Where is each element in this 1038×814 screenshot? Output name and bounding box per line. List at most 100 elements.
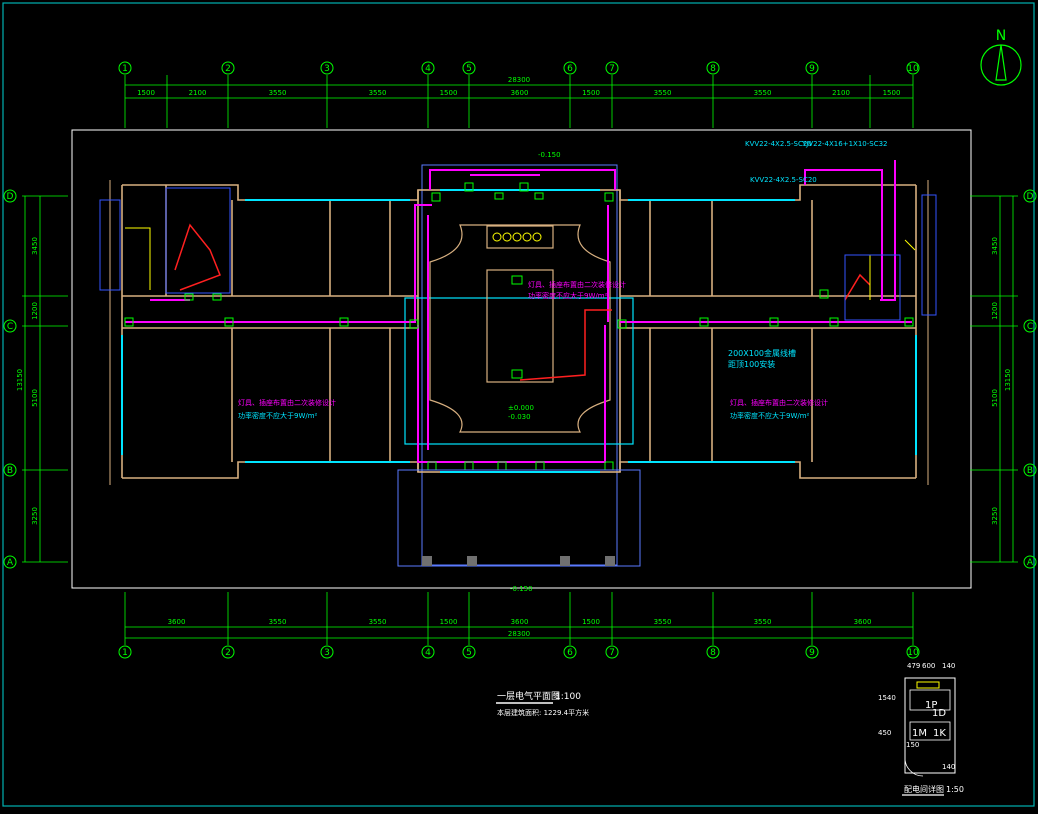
stair-and-yellow-lines [125, 227, 916, 300]
drawing-title-scale: 1:100 [555, 692, 581, 702]
drawing-title-sub: 本层建筑面积: 1229.4平方米 [497, 708, 589, 717]
axis-label-left-C: C [7, 322, 13, 332]
electrical-devices [124, 182, 914, 471]
windows [121, 189, 917, 473]
axis-bubble-top-4 [421, 61, 435, 75]
top-seg-dim-0: 1500 [137, 89, 155, 97]
chandelier [492, 232, 542, 242]
detail-label-1k: 1K [933, 728, 946, 739]
axis-label-top-7: 7 [609, 64, 615, 74]
bottom-seg-dim-1: 3550 [269, 618, 287, 626]
central-ceiling-outline [429, 224, 611, 433]
axis-label-bottom-7: 7 [609, 648, 615, 658]
cable-label-top-right: YJV22-4X16+1X10-SC32 [801, 140, 888, 148]
axis-bubble-right-A [1023, 555, 1037, 569]
elevation-center-1: ±0.000 [508, 404, 534, 412]
note-center-1: 灯具、插座布置由二次装修设计 [528, 280, 626, 289]
axis-label-left-B: B [7, 466, 13, 476]
axis-bubble-bottom-8 [706, 645, 720, 659]
axis-bubble-left-D [3, 189, 17, 203]
axis-bubble-bottom-9 [805, 645, 819, 659]
tray-label: 200X100金属线槽 [728, 348, 796, 358]
detail-label-1d: 1D [932, 708, 946, 719]
axis-label-right-A: A [1027, 558, 1034, 568]
top-seg-dim-4: 1500 [440, 89, 458, 97]
top-seg-dim-10: 1500 [883, 89, 901, 97]
axis-label-right-D: D [1027, 192, 1034, 202]
elevation-top: -0.150 [538, 151, 561, 159]
axis-bubble-bottom-6 [563, 645, 577, 659]
left-seg-dim-2: 5100 [31, 389, 39, 407]
axis-bubble-top-6 [563, 61, 577, 75]
conduit-runs [174, 223, 871, 381]
axis-bubble-top-1 [118, 61, 132, 75]
detail-dim-top-2: 600 [922, 662, 935, 670]
distribution-room-detail: 479 600 140 1P 1D 1M 1K 1540 450 150 140… [878, 662, 964, 796]
axis-bubble-bottom-10 [906, 645, 920, 659]
detail-dim-top-1: 479 [907, 662, 920, 670]
bottom-seg-dim-2: 3550 [369, 618, 387, 626]
axis-bubble-left-A [3, 555, 17, 569]
top-seg-dim-8: 3550 [754, 89, 772, 97]
axis-label-bottom-10: 10 [907, 648, 919, 658]
top-seg-dim-7: 3550 [654, 89, 672, 97]
note-left-1: 灯具、插座布置由二次装修设计 [238, 398, 336, 407]
axis-bubble-left-C [3, 319, 17, 333]
north-label: N [996, 28, 1006, 44]
detail-dim-bottom-1: 150 [906, 741, 919, 749]
top-total-dim: 28300 [508, 76, 530, 84]
detail-label-1m: 1M [912, 728, 927, 739]
detail-dim-top-3: 140 [942, 662, 955, 670]
top-seg-dim-5: 3600 [511, 89, 529, 97]
axis-label-bottom-1: 1 [122, 648, 128, 658]
bottom-seg-dim-6: 3550 [654, 618, 672, 626]
drawing-title: 一层电气平面图 1:100 本层建筑面积: 1229.4平方米 [496, 690, 589, 717]
drawing-title-main: 一层电气平面图 [497, 690, 560, 702]
axis-label-right-C: C [1027, 322, 1033, 332]
right-seg-dim-2: 5100 [991, 389, 999, 407]
right-seg-dim-0: 3450 [991, 237, 999, 255]
note-left-2: 功率密度不应大于9W/m² [238, 411, 318, 420]
axis-bubble-bottom-1 [118, 645, 132, 659]
detail-dim-left-1: 1540 [878, 694, 896, 702]
axis-bubble-right-D [1023, 189, 1037, 203]
bottom-seg-dim-0: 3600 [168, 618, 186, 626]
axis-bubble-right-C [1023, 319, 1037, 333]
detail-scale: 1:50 [946, 785, 964, 794]
axis-bubble-top-10 [906, 61, 920, 75]
axis-label-bottom-9: 9 [809, 648, 815, 658]
left-total-dim: 13150 [16, 369, 24, 391]
axis-bubble-top-7 [605, 61, 619, 75]
note-right-1: 灯具、插座布置由二次装修设计 [730, 398, 828, 407]
bottom-seg-dim-8: 3600 [854, 618, 872, 626]
elevation-bottom: -0.150 [510, 585, 533, 593]
detail-dim-left-2: 450 [878, 729, 891, 737]
top-seg-dim-2: 3550 [269, 89, 287, 97]
detail-title: 配电间详图 [904, 784, 944, 794]
axis-label-left-A: A [7, 558, 14, 568]
bottom-total-dim: 28300 [508, 630, 530, 638]
axis-label-top-2: 2 [225, 64, 231, 74]
note-center-2: 功率密度不应大于9W/m² [528, 291, 608, 300]
axis-bubble-top-5 [462, 61, 476, 75]
axis-label-bottom-3: 3 [324, 648, 330, 658]
left-seg-dim-3: 3250 [31, 507, 39, 525]
right-seg-dim-1: 1200 [991, 302, 999, 320]
axis-bubble-top-8 [706, 61, 720, 75]
bottom-seg-dim-4: 3600 [511, 618, 529, 626]
axis-label-bottom-5: 5 [466, 648, 472, 658]
axis-bubble-left-B [3, 463, 17, 477]
top-seg-dim-1: 2100 [189, 89, 207, 97]
axis-label-top-8: 8 [710, 64, 716, 74]
cable-label-top-left: KVV22-4X2.5-SC20 [745, 140, 812, 148]
site-outline [71, 129, 972, 589]
